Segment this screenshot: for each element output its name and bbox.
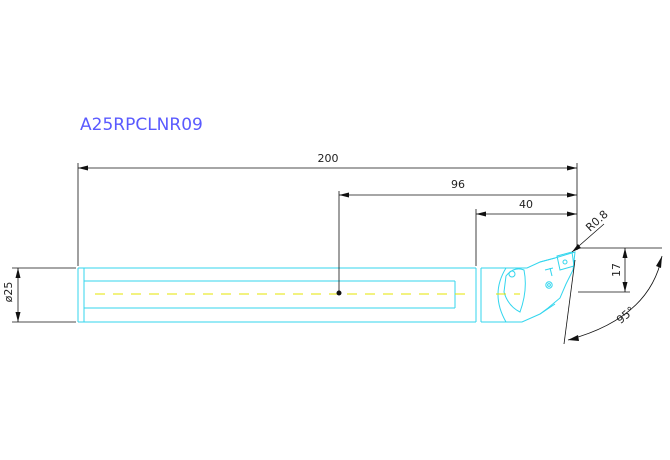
- boring-bar-outline: [77, 251, 576, 323]
- dimension-mid-length-label: 96: [451, 178, 465, 191]
- part-number-title: A25RPCLNR09: [80, 115, 203, 135]
- dimension-overall-length: 200: [77, 152, 578, 266]
- dimension-offset-label: 17: [610, 263, 623, 277]
- dimension-offset: 17: [578, 247, 662, 293]
- dimension-approach-angle-label: 95°: [614, 304, 637, 326]
- dimension-shank-diameter-label: ø25: [2, 282, 15, 303]
- dimension-head-length: 40: [475, 198, 577, 266]
- dimension-shank-diameter: ø25: [2, 267, 76, 323]
- dimension-overall-length-label: 200: [318, 152, 339, 165]
- dimension-mid-length: 96: [338, 178, 577, 292]
- dimension-nose-radius: R0.8: [571, 208, 611, 253]
- center-of-gravity-marker: [336, 290, 342, 296]
- dimension-head-length-label: 40: [519, 198, 533, 211]
